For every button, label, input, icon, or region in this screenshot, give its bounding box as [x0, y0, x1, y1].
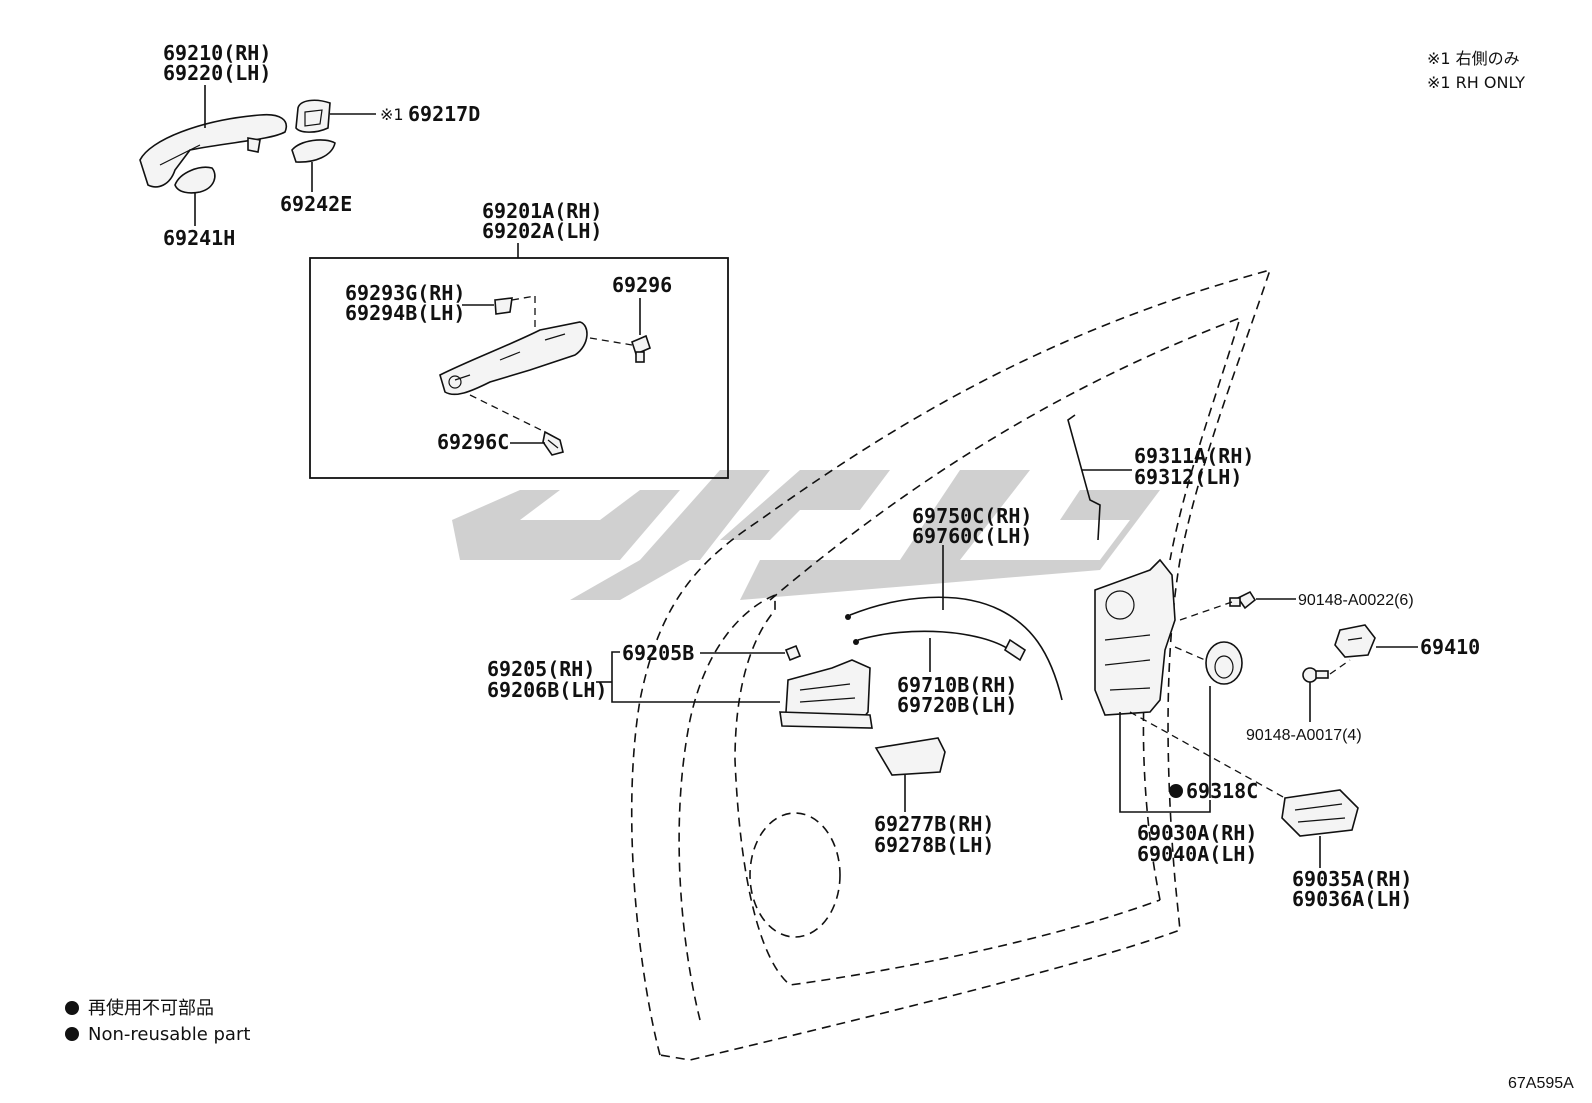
- label-69202a: 69202A(LH): [482, 219, 602, 243]
- label-69296c: 69296C: [437, 430, 509, 454]
- label-69040a: 69040A(LH): [1137, 842, 1257, 866]
- leader-69030a: [1119, 712, 1211, 813]
- label-69030a: 69030A(RH): [1137, 821, 1257, 845]
- non-reusable-mark: [1169, 784, 1183, 798]
- door-outline: [630, 268, 1272, 1061]
- assembly-box: [309, 257, 729, 479]
- dash-69296: [589, 337, 633, 346]
- label-69036a: 69036A(LH): [1292, 887, 1412, 911]
- label-69242e: 69242E: [280, 192, 352, 216]
- note-rh-only-en: ※1 RH ONLY: [1427, 73, 1525, 92]
- label-69311a: 69311A(RH): [1134, 444, 1254, 468]
- label-69294b: 69294B(LH): [345, 301, 465, 325]
- label-69217d: 69217D: [408, 102, 480, 126]
- label-69710b: 69710B(RH): [897, 673, 1017, 697]
- legend-dot-en: [65, 1027, 79, 1041]
- label-69035a: 69035A(RH): [1292, 867, 1412, 891]
- outside-handle-icon: [139, 113, 287, 188]
- cover-pad-icon: [291, 139, 336, 163]
- handle-cover-icon: [295, 99, 331, 133]
- screw-a0017-icon: [1302, 667, 1329, 683]
- dash-69035a: [1129, 711, 1286, 799]
- label-69277b: 69277B(RH): [874, 812, 994, 836]
- dash-a0017: [1329, 659, 1351, 675]
- label-69201a: 69201A(RH): [482, 199, 602, 223]
- inside-handle-icon: [779, 659, 873, 729]
- handle-frame-icon: [439, 321, 588, 396]
- label-69220: 69220(LH): [163, 61, 271, 85]
- door-lock-icon: [1094, 558, 1176, 716]
- handle-pad-icon: [174, 166, 216, 194]
- label-69278b: 69278B(LH): [874, 833, 994, 857]
- cable-assembly-icon: [845, 596, 1063, 701]
- label-69318c: 69318C: [1186, 779, 1258, 803]
- clip-69205b-icon: [784, 644, 802, 662]
- dash-69318c: [1174, 646, 1206, 661]
- dash-a0022: [1179, 601, 1233, 621]
- dash-69296c: [469, 394, 546, 433]
- striker-icon: [1334, 624, 1376, 658]
- label-90148-a0022: 90148-A0022(6): [1298, 592, 1414, 609]
- screw-a0022-icon: [1229, 590, 1257, 610]
- note-mark-1: ※1: [380, 105, 404, 124]
- label-69720b: 69720B(LH): [897, 693, 1017, 717]
- label-69293g: 69293G(RH): [345, 281, 465, 305]
- label-69296: 69296: [612, 273, 672, 297]
- label-69210: 69210(RH): [163, 41, 271, 65]
- dash-69293g: [511, 295, 536, 301]
- legend-dot-jp: [65, 1001, 79, 1015]
- lock-cover-icon: [1281, 789, 1359, 837]
- leader-69205: [611, 651, 780, 703]
- label-69205: 69205(RH): [487, 657, 595, 681]
- bolt-69296-icon: [631, 334, 651, 363]
- note-rh-only-jp: ※1 右側のみ: [1427, 49, 1520, 68]
- diagram-code: 67A595A: [1508, 1075, 1574, 1092]
- label-69241h: 69241H: [163, 226, 235, 250]
- legend-non-reusable-en: Non-reusable part: [88, 1024, 250, 1045]
- screw-69296c-icon: [542, 430, 564, 456]
- lock-rod-icon: [1067, 414, 1101, 541]
- legend-non-reusable-jp: 再使用不可部品: [88, 998, 214, 1019]
- label-69410: 69410: [1420, 635, 1480, 659]
- clip-icon: [494, 297, 513, 315]
- grommet-icon: [1205, 641, 1243, 685]
- label-90148-a0017: 90148-A0017(4): [1246, 727, 1362, 744]
- label-69206b: 69206B(LH): [487, 678, 607, 702]
- label-69205b: 69205B: [622, 641, 694, 665]
- armrest-pad-icon: [874, 737, 946, 776]
- watermark-logo: [452, 470, 1160, 600]
- label-69750c: 69750C(RH): [912, 504, 1032, 528]
- label-69312: 69312(LH): [1134, 465, 1242, 489]
- label-69760c: 69760C(LH): [912, 524, 1032, 548]
